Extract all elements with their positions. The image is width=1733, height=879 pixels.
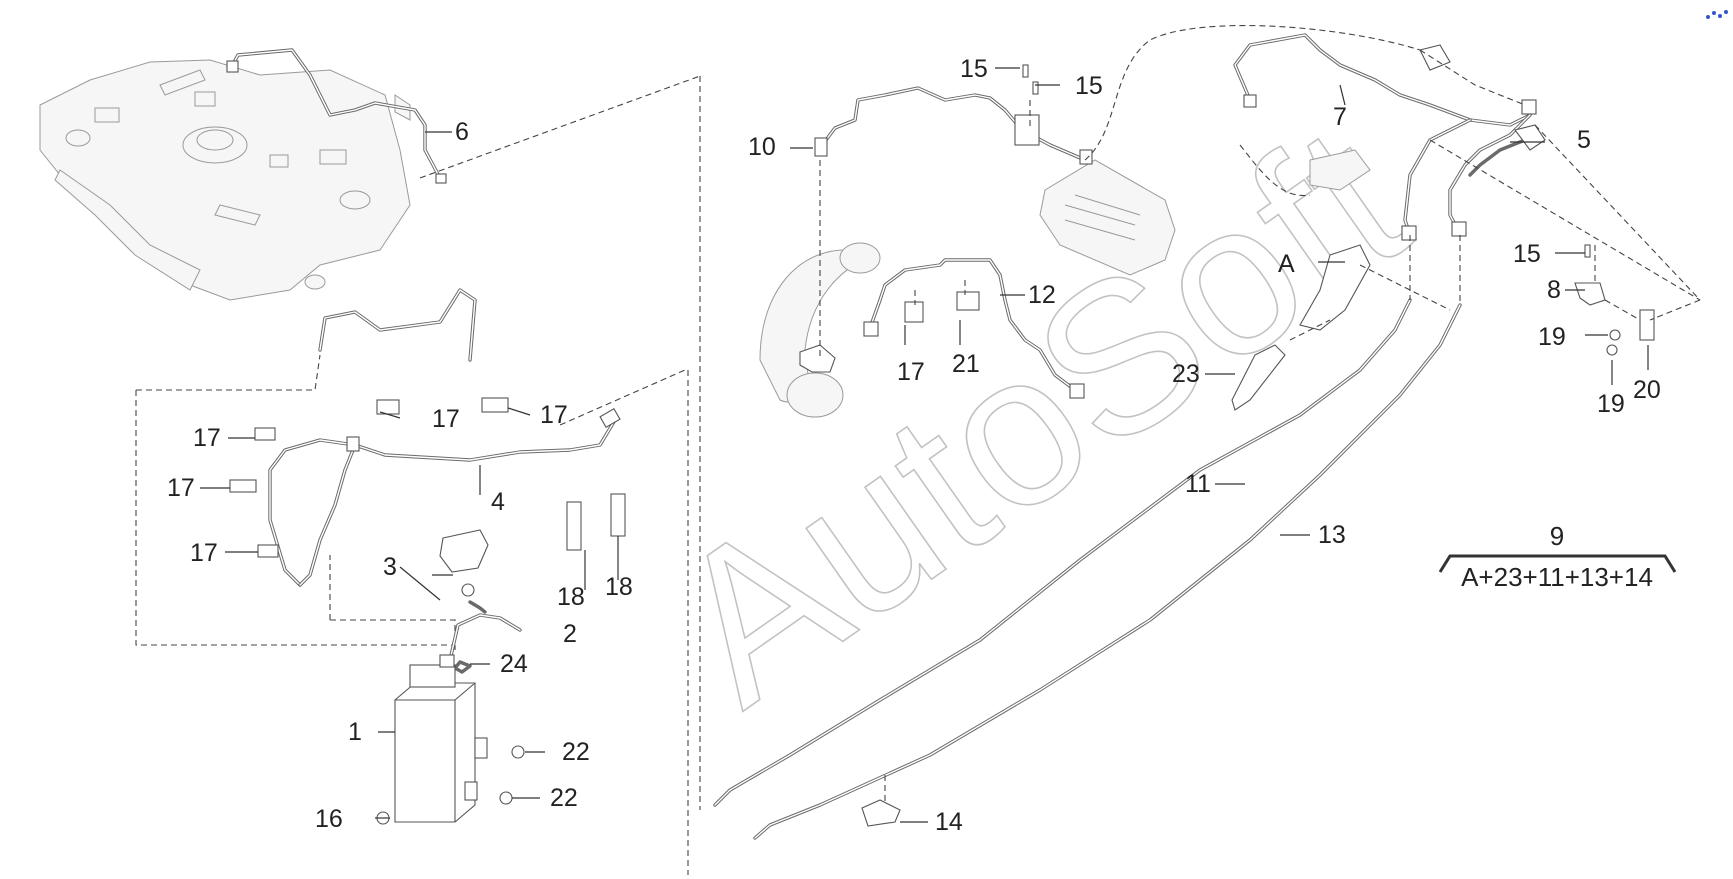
callout-24: 24 — [500, 650, 528, 678]
callout-23: 23 — [1172, 360, 1200, 388]
callout-17-b: 17 — [167, 474, 195, 502]
callout-A: A — [1278, 250, 1295, 278]
corner-mark — [1706, 10, 1728, 19]
callout-18-b: 18 — [605, 573, 633, 601]
pipe-part-12 — [863, 258, 1085, 399]
callout-6: 6 — [455, 118, 469, 146]
pipe-part-13 — [753, 113, 1532, 840]
callout-15-c: 15 — [1513, 240, 1541, 268]
bracket-A — [1299, 244, 1371, 331]
part-2-hose — [448, 600, 522, 662]
callout-16: 16 — [315, 805, 343, 833]
callout-10: 10 — [748, 133, 776, 161]
callout-22-a: 22 — [562, 738, 590, 766]
kit-legend: 9 A+23+11+13+14 — [1438, 521, 1677, 592]
callout-5: 5 — [1577, 126, 1591, 154]
kit-contents: A+23+11+13+14 — [1461, 562, 1653, 592]
callout-18-a: 18 — [557, 583, 585, 611]
pipe-part-4 — [268, 408, 621, 587]
callout-17-f: 17 — [897, 358, 925, 386]
callout-15-b: 15 — [1075, 72, 1103, 100]
pipe-part-7 — [1233, 33, 1532, 127]
callout-17-c: 17 — [190, 539, 218, 567]
filler-pipe — [318, 288, 477, 362]
kit-bracket — [1438, 554, 1677, 573]
callout-13: 13 — [1318, 521, 1346, 549]
assembly-outline-left — [135, 75, 701, 875]
callout-20: 20 — [1633, 376, 1661, 404]
pipe-part-5 — [1468, 99, 1546, 177]
pipe-part-11 — [713, 118, 1472, 807]
pipe-part-6 — [226, 48, 447, 184]
callout-2: 2 — [563, 620, 577, 648]
callout-17-e: 17 — [540, 401, 568, 429]
kit-number: 9 — [1550, 521, 1564, 551]
screws-15-top — [1022, 64, 1039, 95]
connector-valve — [1309, 44, 1451, 191]
clips-17-21 — [904, 291, 980, 323]
part-23 — [1231, 344, 1286, 411]
callout-17-d: 17 — [432, 405, 460, 433]
fuel-tank — [39, 59, 411, 301]
fasteners-22 — [499, 745, 525, 805]
callout-14: 14 — [935, 808, 963, 836]
callout-19-b: 19 — [1597, 390, 1625, 418]
callout-21: 21 — [952, 350, 980, 378]
callout-12: 12 — [1028, 281, 1056, 309]
part-24-clamp — [453, 660, 472, 674]
callout-4: 4 — [491, 488, 505, 516]
callout-17-a: 17 — [193, 424, 221, 452]
callout-19-a: 19 — [1538, 323, 1566, 351]
callout-11: 11 — [1185, 470, 1211, 498]
callout-15-a: 15 — [960, 55, 988, 83]
dashed-links-right — [819, 24, 1701, 805]
filter-module — [1039, 159, 1176, 276]
callout-7: 7 — [1333, 103, 1347, 131]
callout-1: 1 — [348, 718, 362, 746]
part-3-bracket — [439, 529, 489, 597]
part-14-clip — [861, 799, 901, 827]
pipe-part-10 — [814, 86, 1093, 165]
callout-3: 3 — [383, 553, 397, 581]
right-bracket-parts — [1574, 244, 1655, 356]
callouts: 1 2 3 4 5 6 7 8 10 11 12 13 14 15 15 15 … — [167, 55, 1661, 836]
part-18-brackets — [566, 493, 626, 551]
leader-lines — [200, 67, 1649, 823]
callout-22-b: 22 — [550, 784, 578, 812]
intake-pipe — [759, 242, 881, 418]
part-1-canister — [394, 654, 488, 823]
callout-8: 8 — [1547, 276, 1561, 304]
